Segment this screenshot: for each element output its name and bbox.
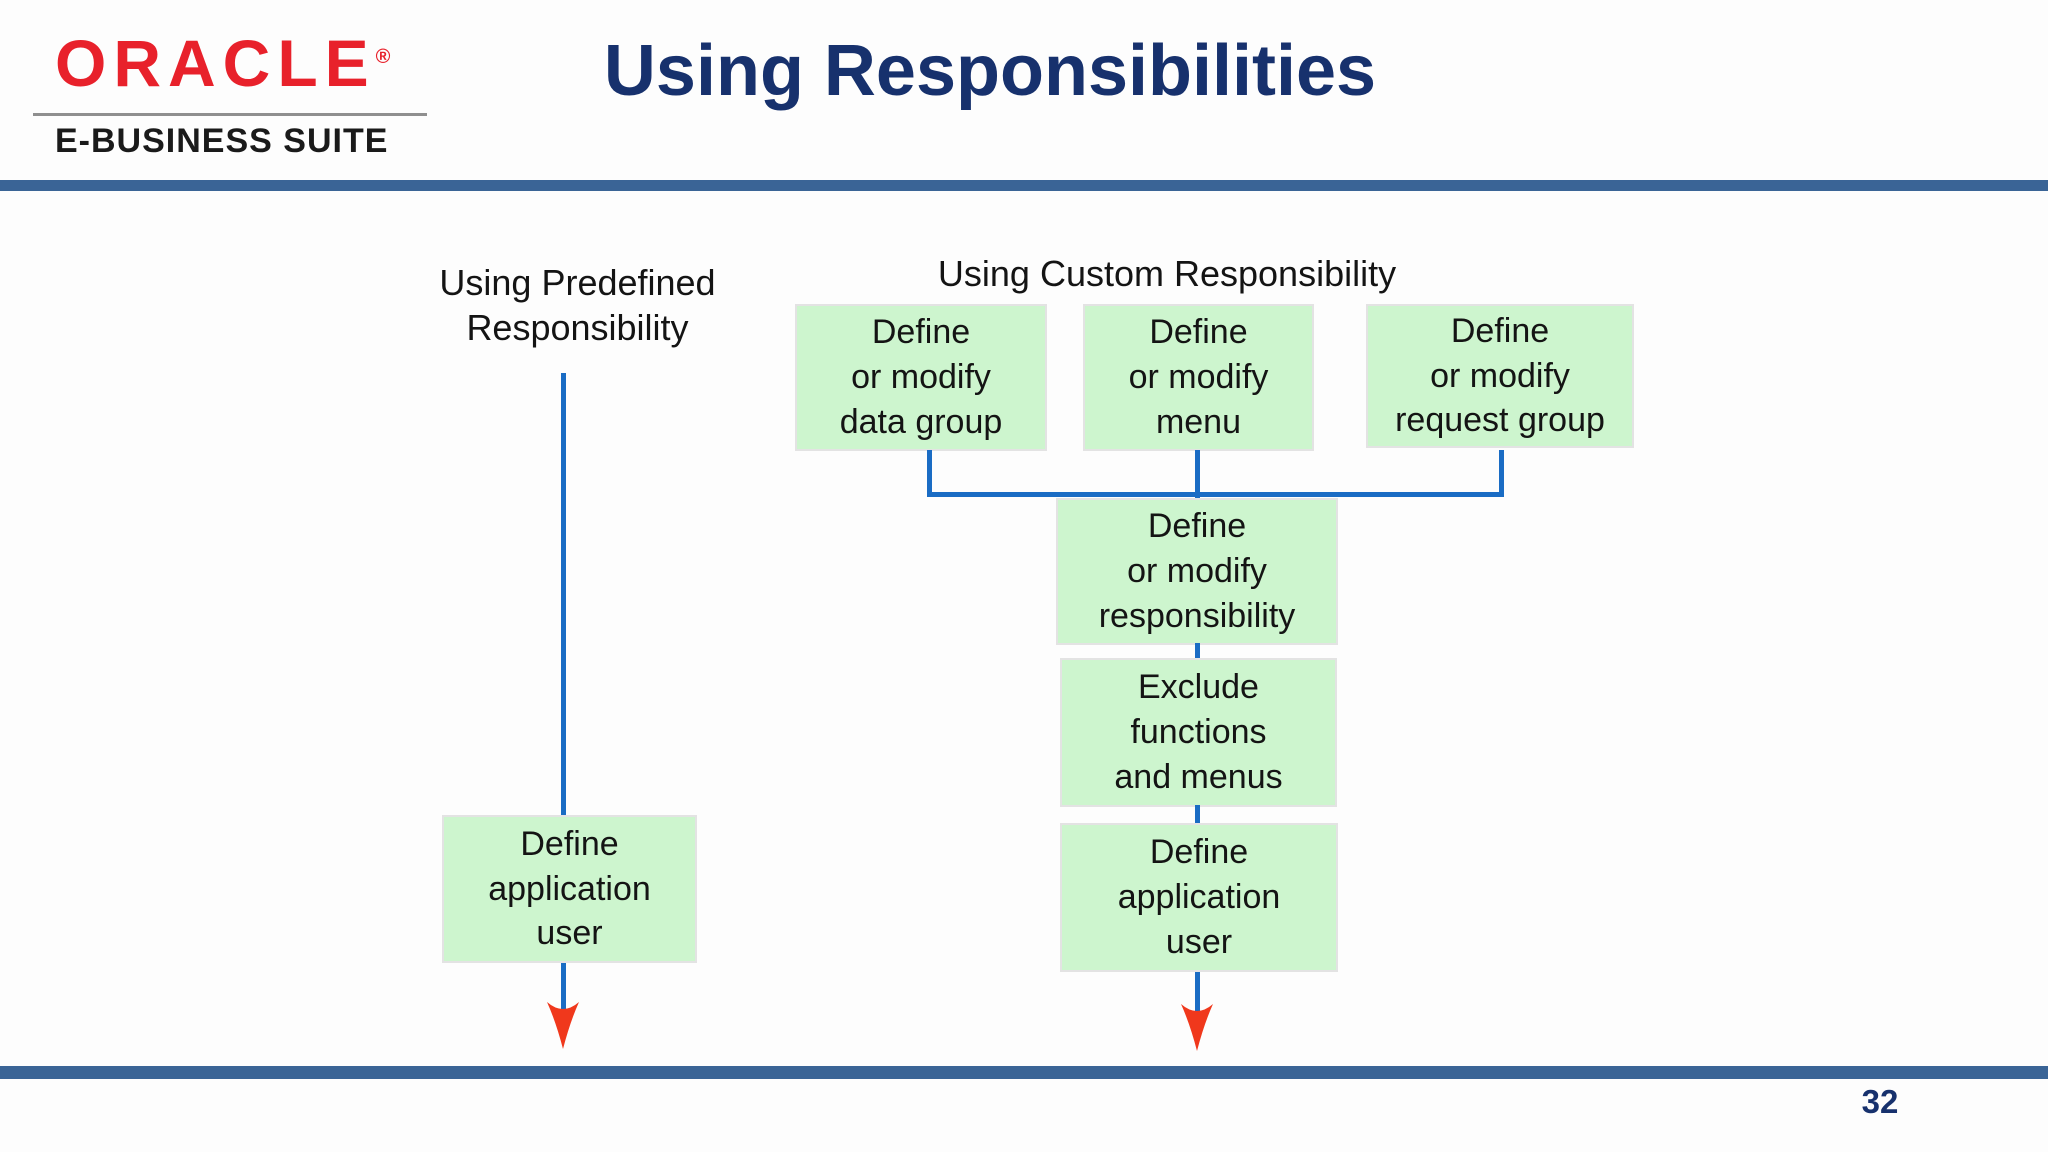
- custom-flow-label: Using Custom Responsibility: [937, 253, 1397, 294]
- connector-stub-data-group: [927, 450, 932, 497]
- page-number: 32: [1861, 1083, 1899, 1120]
- flow-box-define-application-user-right: Define application user: [1060, 823, 1338, 972]
- oracle-brand-text: ORACLE: [55, 26, 376, 100]
- flow-box-exclude-functions: Exclude functions and menus: [1060, 658, 1337, 807]
- down-arrow-icon: [1181, 1004, 1213, 1051]
- connector-stub-menu: [1195, 450, 1200, 502]
- page-title: Using Responsibilities: [603, 31, 1377, 111]
- flow-box-define-menu: Define or modify menu: [1083, 304, 1314, 451]
- registered-trademark-icon: ®: [375, 46, 391, 68]
- header-rule: [0, 180, 2048, 191]
- flow-box-define-application-user-left: Define application user: [442, 815, 697, 963]
- flow-box-define-request-group: Define or modify request group: [1366, 304, 1634, 448]
- logo-divider: [33, 113, 427, 116]
- ebusiness-suite-label: E-BUSINESS SUITE: [55, 122, 389, 160]
- predefined-arrow-shaft: [561, 963, 566, 1013]
- connector-exclude-to-user: [1195, 805, 1200, 825]
- oracle-logo: ORACLE® E-BUSINESS SUITE: [33, 30, 427, 160]
- flow-box-define-responsibility: Define or modify responsibility: [1056, 498, 1338, 645]
- down-arrow-icon: [547, 1002, 579, 1049]
- custom-arrow-shaft: [1195, 972, 1200, 1018]
- connector-stub-request-group: [1499, 450, 1504, 497]
- connector-responsibility-to-exclude: [1195, 643, 1200, 660]
- flow-box-define-data-group: Define or modify data group: [795, 304, 1047, 451]
- predefined-flow-line: [561, 373, 566, 815]
- oracle-wordmark: ORACLE®: [55, 30, 390, 96]
- footer-rule: [0, 1066, 2048, 1079]
- connector-merge-line: [927, 492, 1504, 497]
- predefined-flow-label: Using Predefined Responsibility: [439, 262, 716, 349]
